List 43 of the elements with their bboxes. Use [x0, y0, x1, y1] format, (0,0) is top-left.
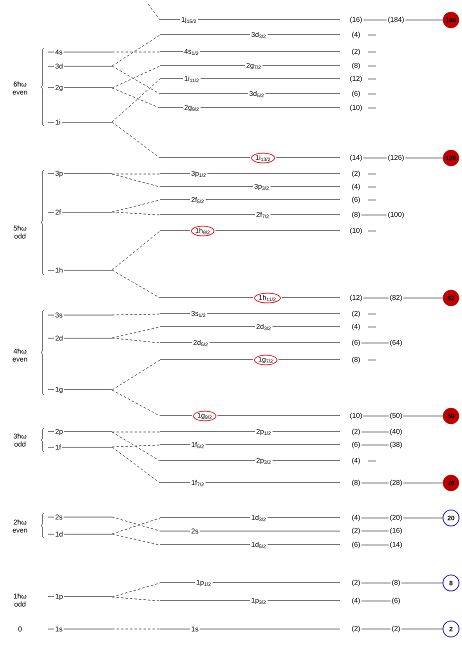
energy-level — [160, 292, 340, 304]
connector-line — [361, 530, 389, 532]
dashed-line — [112, 338, 160, 344]
dashed-line — [112, 534, 160, 546]
energy-level — [160, 226, 340, 236]
dashed-line — [112, 66, 160, 88]
energy-level — [160, 152, 340, 164]
dashed-line — [112, 446, 160, 484]
connector-line — [361, 600, 391, 602]
connector-line — [361, 628, 391, 630]
dashed-line — [112, 122, 160, 158]
dashed-line — [112, 230, 160, 270]
dashed-line — [112, 518, 160, 534]
connector-line — [361, 214, 387, 216]
connector-line — [361, 482, 389, 484]
dashed-line — [112, 314, 160, 316]
dashed-line — [112, 88, 160, 108]
dashed-line — [112, 270, 160, 298]
dashed-line — [112, 360, 160, 390]
connector-line — [361, 342, 389, 344]
connector-line — [403, 482, 444, 484]
dashed-line — [112, 66, 160, 94]
dashed-line — [112, 516, 160, 532]
energy-level — [160, 354, 340, 366]
dashed-line — [148, 4, 160, 20]
dashed-line — [112, 628, 160, 630]
dashed-line — [112, 444, 160, 448]
connector-line — [361, 582, 391, 584]
connector-line — [401, 582, 443, 584]
dashed-line — [112, 34, 160, 66]
connector-line — [361, 444, 389, 446]
dashed-line — [112, 596, 160, 602]
dashed-line — [112, 200, 160, 212]
dashed-line — [112, 174, 160, 188]
connector-line — [361, 544, 389, 546]
dashed-line — [112, 78, 160, 122]
energy-level — [160, 410, 340, 422]
dashed-line — [112, 390, 160, 416]
dashed-line — [112, 212, 160, 216]
connector-line — [401, 628, 443, 630]
dashed-line — [112, 432, 160, 462]
dashed-line — [112, 582, 160, 598]
dashed-line — [112, 326, 160, 338]
